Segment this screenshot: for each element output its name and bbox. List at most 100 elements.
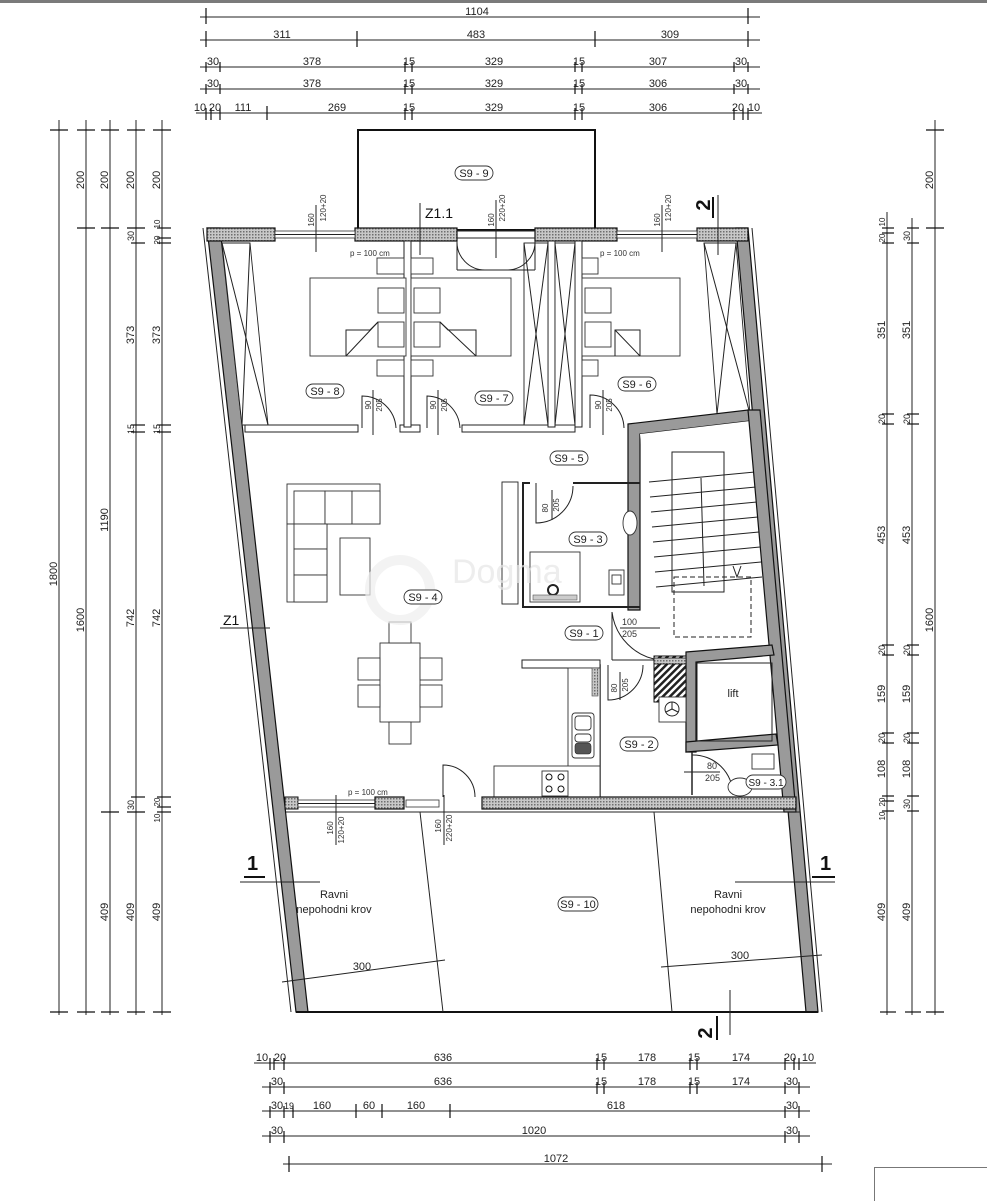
dim-label: 19 (284, 1101, 294, 1111)
parapet-label: p = 100 cm (350, 249, 390, 258)
entrance-door (611, 611, 661, 661)
terrace (281, 811, 823, 1013)
dim-label: 178 (638, 1052, 656, 1064)
dim-label: 1600 (924, 608, 936, 632)
dim-label: 200 (125, 171, 137, 189)
section-marker-2-bottom: 2 (695, 1027, 717, 1038)
bedroom-partitions (221, 240, 751, 611)
section-marker-1-right: 1 (820, 853, 831, 875)
dim-label: 15 (152, 424, 162, 434)
dim-label: 15 (403, 102, 415, 114)
dim-label: 1020 (522, 1125, 546, 1137)
dim-label: 300 (731, 950, 749, 962)
dim-label: 30 (126, 231, 136, 241)
dim-label: 10 (802, 1052, 814, 1064)
dim-label: 483 (467, 29, 485, 41)
door-height: 205 (605, 398, 614, 412)
dim-label: 309 (661, 29, 679, 41)
bathroom (501, 481, 640, 608)
dim-label: 108 (876, 760, 888, 778)
bedroom-doors (361, 240, 625, 429)
dim-label: 1190 (99, 508, 111, 532)
door-width: 80 (707, 761, 717, 771)
bed-middle (410, 257, 512, 377)
dim-label: 20 (153, 235, 162, 244)
dim-label: 20 (153, 797, 162, 806)
top-dimension-lines: 1104 311 483 309 30 378 15 329 15 307 30… (194, 6, 762, 120)
dim-label: 10 (878, 217, 887, 226)
dim-label: 269 (328, 102, 346, 114)
dim-label: 15 (403, 56, 415, 68)
dim-label: 1072 (544, 1153, 568, 1165)
window-width: 160 (326, 821, 335, 835)
dim-label: 20 (877, 414, 887, 424)
door-width: 160 (434, 819, 443, 833)
dim-label: 200 (99, 171, 111, 189)
door-width: 90 (364, 400, 373, 409)
room-label-s9-7: S9 - 7 (479, 393, 508, 405)
dim-label: 30 (735, 56, 747, 68)
room-label-s9-1: S9 - 1 (569, 628, 598, 640)
dim-label: 10 (153, 813, 162, 822)
dim-label: 30 (786, 1076, 798, 1088)
dim-label: 15 (573, 56, 585, 68)
dim-label: 329 (485, 56, 503, 68)
room-label-s9-5: S9 - 5 (554, 453, 583, 465)
roof-label-left: Ravni (320, 889, 348, 901)
dim-label: 636 (434, 1052, 452, 1064)
bottom-dimension-lines: 10 20 636 15 178 15 174 20 10 30 636 15 … (254, 1052, 832, 1172)
annotations: Z1.1 Z1 lift Ravni nepohodni krov Ravni … (220, 195, 835, 1040)
dim-label: 351 (876, 321, 888, 339)
parapet-label: p = 100 cm (348, 788, 388, 797)
door-height: 220+20 (445, 814, 454, 841)
room-label-s9-3-1: S9 - 3.1 (748, 778, 783, 789)
door-height: 205 (375, 398, 384, 412)
dim-label: 409 (876, 903, 888, 921)
door-height: 205 (622, 629, 637, 639)
dim-label: 20 (784, 1052, 796, 1064)
dim-label: 306 (649, 102, 667, 114)
dim-label: 160 (407, 1100, 425, 1112)
dim-label: 453 (876, 526, 888, 544)
lift-label: lift (728, 688, 739, 700)
dining-table (357, 621, 443, 745)
dim-label: 159 (901, 685, 913, 703)
dim-label: 10 (153, 219, 162, 228)
dim-label: 174 (732, 1052, 750, 1064)
roof-label-right: nepohodni krov (690, 904, 766, 916)
section-marker-1-left: 1 (247, 853, 258, 875)
dim-label: 20 (209, 102, 221, 114)
dim-label: 306 (649, 78, 667, 90)
dim-label: 10 (748, 102, 760, 114)
dim-label: 636 (434, 1076, 452, 1088)
dim-label: 20 (877, 645, 887, 655)
bed-right (581, 257, 681, 377)
dim-label: 10 (194, 102, 206, 114)
dim-label: 378 (303, 56, 321, 68)
dim-label: 378 (303, 78, 321, 90)
dim-label: 742 (151, 609, 163, 627)
room-label-s9-4: S9 - 4 (408, 592, 437, 604)
door-width: 160 (487, 213, 496, 227)
dim-label: 373 (125, 326, 137, 344)
room-labels: S9 - 9 S9 - 8 S9 - 7 S9 - 6 S9 - 5 S9 - … (305, 165, 787, 912)
bed-left (309, 257, 407, 377)
door-height: 205 (552, 498, 561, 512)
dim-label: 20 (274, 1052, 286, 1064)
dim-label: 108 (901, 760, 913, 778)
dim-label: 30 (207, 56, 219, 68)
room-label-s9-3: S9 - 3 (573, 534, 602, 546)
dim-label: 30 (902, 231, 912, 241)
dim-label: 409 (99, 903, 111, 921)
door-height: 220+20 (498, 194, 507, 221)
dim-label: 20 (877, 733, 887, 743)
dim-label: 15 (573, 102, 585, 114)
dim-label: 15 (595, 1052, 607, 1064)
watermark-text: Dogma (452, 553, 562, 591)
top-border (0, 0, 987, 3)
dim-label: 409 (125, 903, 137, 921)
dim-label: 307 (649, 56, 667, 68)
dim-label: 174 (732, 1076, 750, 1088)
dim-label: 15 (688, 1052, 700, 1064)
dim-label: 15 (403, 78, 415, 90)
